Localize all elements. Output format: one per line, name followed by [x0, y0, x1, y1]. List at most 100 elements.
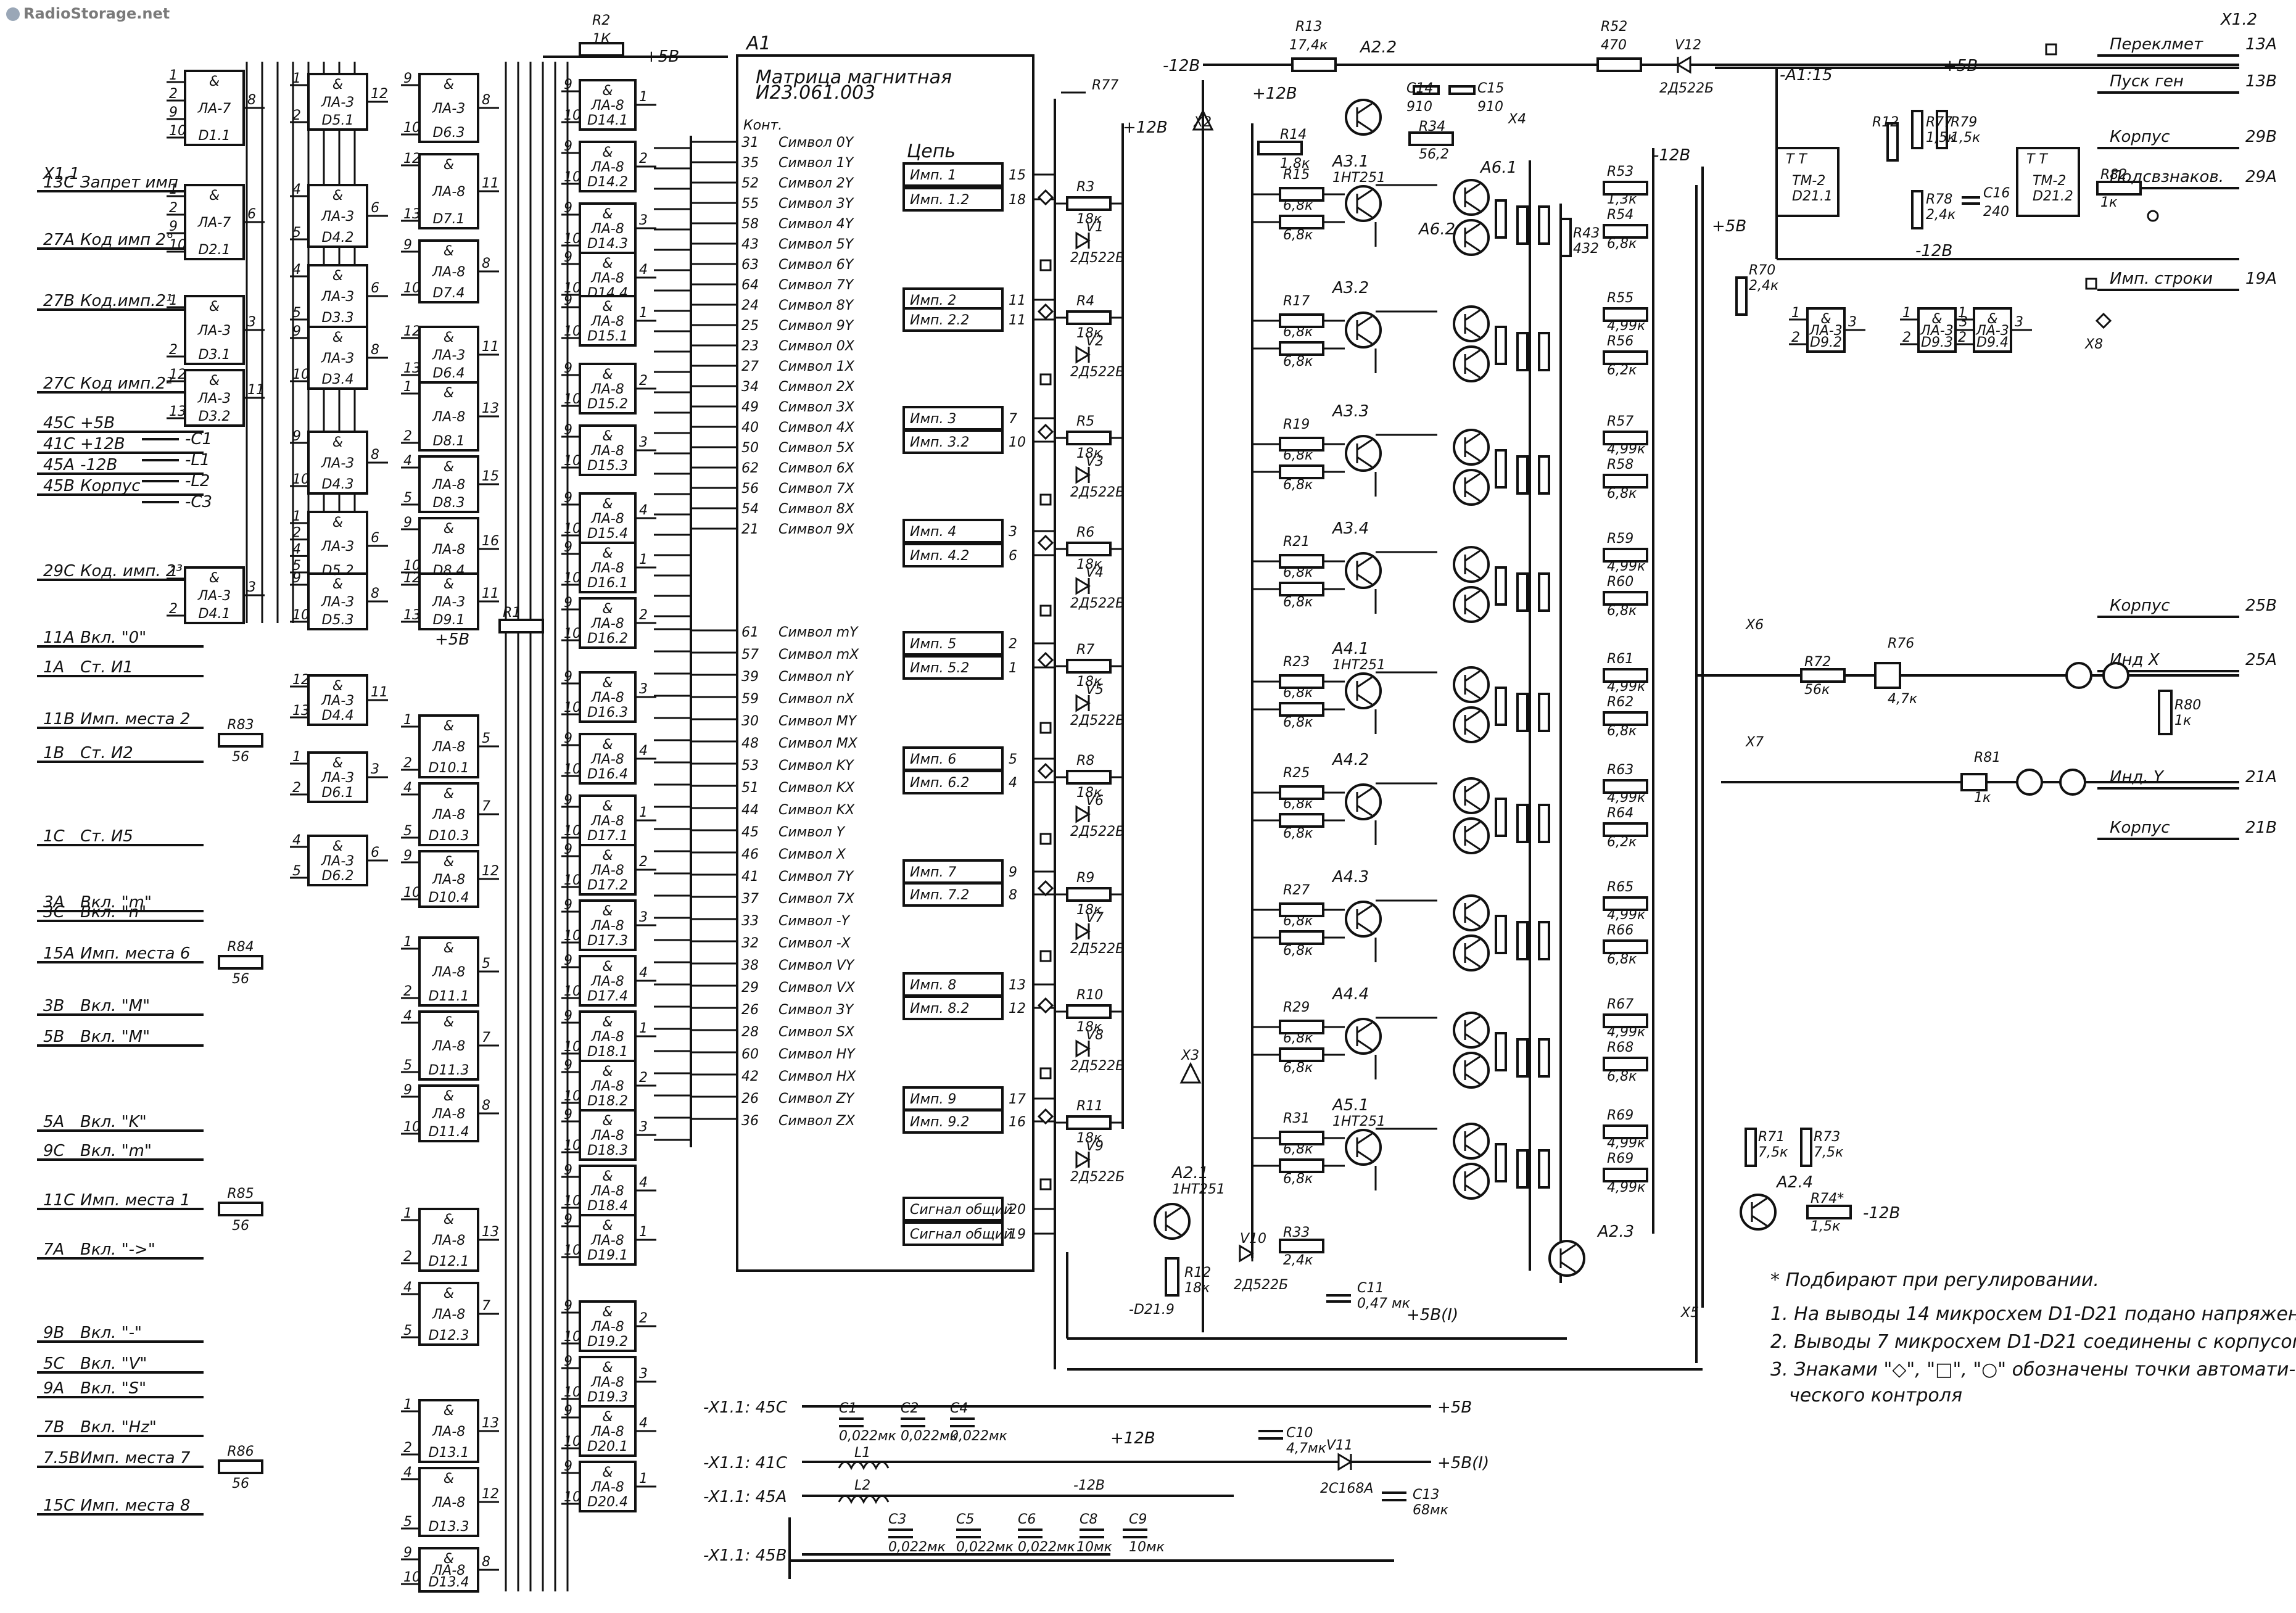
cap-value: 0,022мк: [1018, 1540, 1076, 1555]
pin-number: 10: [564, 928, 581, 944]
resistor-value: 1к: [1974, 790, 1991, 806]
resistor-value: 18к: [1076, 446, 1102, 461]
gate-ref: D12.1: [429, 1254, 469, 1269]
resistor-label: R9: [1076, 870, 1094, 886]
gate-symbol: &: [209, 299, 220, 315]
gate-symbol: &: [444, 1286, 454, 1302]
gate-symbol: &: [444, 77, 454, 93]
components: [184, 42, 2173, 1593]
resistor-value: 56: [232, 749, 249, 765]
zener-v11: [1337, 1453, 1353, 1471]
input-signal-label: Код. имп. 2³: [80, 562, 183, 580]
test-point-label: X6: [1745, 617, 1764, 633]
resistor-label: R72: [1804, 654, 1831, 670]
resistor-r77: [1911, 110, 1923, 149]
gate-symbol: &: [602, 497, 613, 512]
transistor-a21: [1154, 1203, 1191, 1240]
gate-ref: D6.2: [322, 868, 354, 884]
resistor-label: R70: [1749, 263, 1775, 278]
pin-number: 10: [169, 123, 186, 139]
output-signal-label: Инд. Y: [2110, 768, 2165, 786]
diode-label: V4: [1086, 565, 1104, 580]
transistor-label: A2.2: [1359, 38, 1397, 57]
resistor-array: [1516, 693, 1529, 732]
wire: [1560, 1261, 1576, 1273]
gate-ref: D16.2: [587, 631, 628, 646]
diode-V3: [1075, 466, 1091, 484]
rail-label: +12B: [1123, 118, 1168, 137]
gate-symbol: &: [602, 83, 613, 99]
cap-value: 0,47 мк: [1357, 1296, 1411, 1311]
rail-label: +5B(I): [1437, 1454, 1489, 1472]
resistor-value: 1К: [592, 31, 611, 47]
matrix-pin: 51: [741, 780, 759, 796]
inductor-l2: [838, 1495, 890, 1504]
pin-number: 4: [403, 1465, 412, 1480]
test-point-diamond: [1037, 189, 1054, 206]
pin-number: 3: [371, 762, 379, 777]
pin-number: 9: [564, 200, 572, 216]
matrix-pin: 45: [741, 825, 759, 840]
gate-ref: D15.4: [587, 526, 628, 542]
pin-number: 9: [564, 1009, 572, 1024]
resistor-array: [1538, 332, 1550, 371]
pin-number: 4: [403, 780, 412, 796]
resistor-r43: [1559, 218, 1572, 257]
pin-number: 12: [292, 672, 310, 688]
input-pin-label: 7A: [43, 1240, 64, 1259]
cap-label: C16: [1983, 186, 2010, 201]
resistor-r84: [218, 955, 263, 970]
resistor-label: R7: [1076, 642, 1094, 658]
input-signal-label: Имп. места 6: [80, 944, 190, 963]
matrix-symbol: Символ MY: [778, 714, 857, 729]
pin-number: 9: [564, 250, 572, 265]
transistor-label: A3.1: [1331, 152, 1369, 171]
pin-number: 3: [2015, 315, 2023, 330]
wire: [1165, 1207, 1181, 1219]
rail-label: -12B: [1163, 57, 1200, 75]
gate-ref: D15.3: [587, 458, 628, 474]
pin-number: 6: [371, 281, 379, 296]
resistor-array: [1495, 449, 1507, 489]
resistor-r73: [1800, 1128, 1812, 1167]
pin-number: 9: [564, 595, 572, 611]
resistor-R21: [1279, 554, 1324, 569]
matrix-chain-label: Имп. 5: [910, 637, 956, 652]
pin-number: 6: [371, 200, 379, 216]
gate-type: ЛА-8: [432, 1039, 466, 1054]
cap-value: 240: [1983, 204, 2009, 220]
logic-gate: [184, 566, 245, 624]
pin-number: 10: [564, 1194, 581, 1209]
pin-number: 1: [403, 1397, 412, 1413]
cap-label: C9: [1129, 1512, 1147, 1527]
matrix-chain-box: [902, 162, 1004, 187]
gate-type: ЛА-3: [1809, 323, 1843, 339]
pin-number: 10: [564, 392, 581, 407]
rail-label: -12B: [1863, 1204, 1900, 1223]
resistor-value: 6,8к: [1283, 826, 1313, 841]
pin-number: 5: [403, 1514, 412, 1530]
pin-number: 2: [403, 756, 412, 771]
resistor-value: 56: [232, 1218, 249, 1234]
matrix-symbol: Символ Y: [778, 825, 846, 840]
gate-symbol: &: [602, 1064, 613, 1079]
pin-number: 10: [403, 1570, 421, 1585]
pin-number: 3: [639, 682, 648, 697]
wire: [1357, 556, 1373, 568]
pin-number: 10: [403, 885, 421, 901]
matrix-chain-pin: 19: [1009, 1227, 1026, 1242]
pin-number: 1: [292, 509, 301, 524]
resistor-label: R55: [1607, 291, 1633, 306]
pin-number: 5: [403, 823, 412, 839]
logic-gate: [418, 850, 479, 908]
input-signal-label: Вкл. "0": [80, 629, 146, 647]
pin-number: 9: [564, 897, 572, 913]
transistor-type: 1НТ251: [1332, 1114, 1385, 1129]
pin-number: 9: [564, 139, 572, 154]
wire: [1464, 223, 1480, 235]
gate-symbol: &: [444, 1551, 454, 1567]
input-signal-label: Код имп.2²: [80, 374, 172, 393]
resistor-R26: [1279, 813, 1324, 828]
input-pin-label: 3B: [43, 997, 64, 1015]
transistor-a24: [1740, 1194, 1777, 1231]
